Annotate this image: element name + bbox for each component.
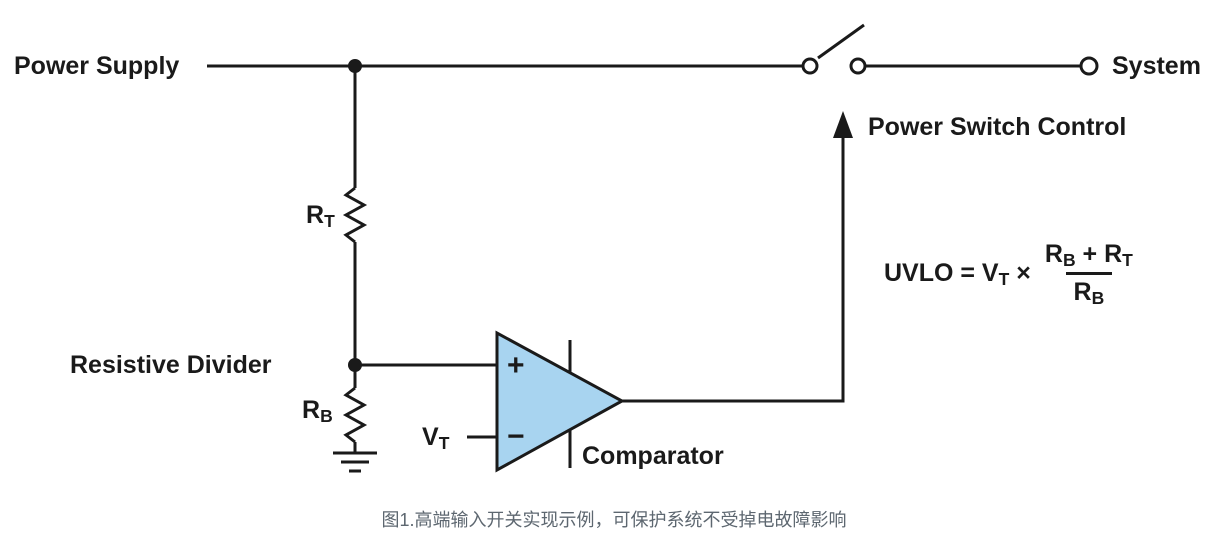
figure-caption: 图1.高端输入开关实现示例，可保护系统不受掉电故障影响 — [0, 506, 1228, 532]
switch-lever-icon — [817, 23, 865, 60]
label-rt-sub: T — [324, 210, 335, 231]
label-power-switch-control: Power Switch Control — [868, 113, 1126, 141]
minus-sign-text: − — [507, 420, 525, 453]
uvlo-fraction-denominator: RB — [1065, 272, 1113, 308]
switch-throw-terminal — [849, 57, 867, 75]
uvlo-times-sign: × — [1009, 259, 1031, 287]
uvlo-formula-lhs: UVLO = VT × — [884, 259, 1031, 288]
uvlo-den-rb-base: R — [1073, 278, 1092, 306]
uvlo-num-rt-sub: T — [1122, 249, 1133, 270]
uvlo-num-rb-sub: B — [1062, 249, 1076, 270]
label-system: System — [1112, 52, 1201, 80]
label-rb-sub: B — [320, 405, 333, 426]
uvlo-lhs-base: UVLO = V — [884, 259, 999, 287]
uvlo-fraction-numerator: RB + RT — [1037, 240, 1141, 272]
resistor-rb-icon — [342, 386, 368, 444]
label-vt: VT — [422, 423, 450, 453]
uvlo-num-rt-base: + R — [1075, 240, 1123, 268]
system-terminal — [1079, 56, 1099, 76]
uvlo-fraction: RB + RT RB — [1037, 240, 1141, 307]
resistor-rt-icon — [342, 186, 368, 244]
comparator-minus-input-sign: − — [507, 420, 525, 454]
plus-sign-text: + — [507, 349, 525, 382]
label-rt: RT — [306, 201, 335, 231]
comparator-plus-input-sign: + — [507, 349, 525, 383]
label-rb-base: R — [302, 396, 321, 424]
label-resistive-divider: Resistive Divider — [70, 351, 272, 379]
label-vt-base: V — [422, 423, 439, 451]
label-resistive-divider-text: Resistive Divider — [70, 351, 272, 379]
label-vt-sub: T — [438, 432, 450, 453]
label-power-supply-text: Power Supply — [14, 52, 180, 80]
uvlo-num-rb-base: R — [1044, 240, 1063, 268]
arrow-up-icon — [833, 111, 853, 138]
switch-pole-terminal — [801, 57, 819, 75]
label-system-text: System — [1112, 52, 1201, 80]
label-power-switch-control-text: Power Switch Control — [868, 113, 1127, 141]
label-comparator-text: Comparator — [582, 442, 724, 470]
uvlo-formula: UVLO = VT × RB + RT RB — [884, 240, 1141, 307]
label-power-supply: Power Supply — [14, 52, 179, 80]
uvlo-den-rb-sub: B — [1091, 287, 1105, 308]
uvlo-lhs-sub: T — [998, 268, 1010, 289]
label-comparator: Comparator — [582, 442, 724, 470]
label-rt-base: R — [306, 201, 325, 229]
label-rb: RB — [302, 396, 333, 426]
figure-caption-text: 图1.高端输入开关实现示例，可保护系统不受掉电故障影响 — [381, 510, 847, 530]
comparator-triangle-icon — [495, 330, 626, 473]
wire-comparator-output — [622, 136, 845, 403]
junction-dot-rail — [348, 59, 362, 73]
